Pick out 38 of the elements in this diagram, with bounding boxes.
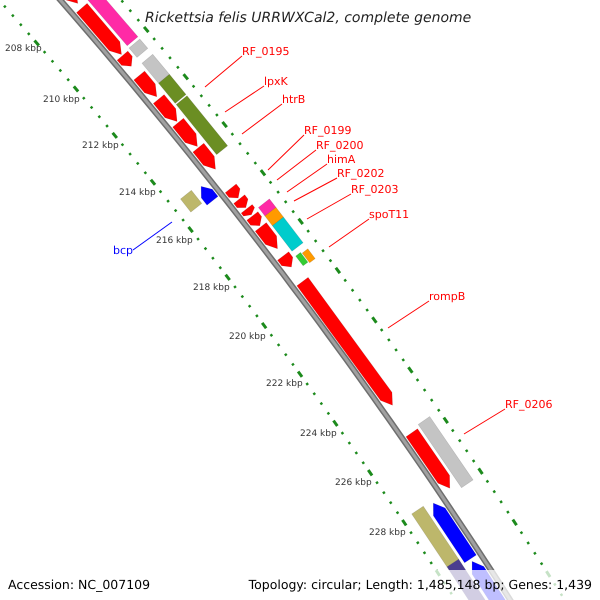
position-label: 214 kbp (119, 188, 156, 199)
position-label: 216 kbp (156, 236, 193, 247)
position-label: 210 kbp (43, 95, 80, 106)
position-label: 220 kbp (229, 332, 266, 343)
leader-line (132, 222, 172, 250)
gene-label: rompB (429, 290, 466, 304)
leader-line (204, 56, 242, 88)
gene-label: bcp (112, 244, 133, 258)
gene-label: RF_0195 (242, 45, 290, 59)
gene-label: htrB (282, 93, 306, 107)
gene-label: RF_0203 (351, 183, 398, 197)
leader-line (224, 86, 264, 112)
leader-line (268, 134, 304, 170)
leader-line (464, 408, 506, 434)
leader-line (242, 104, 282, 134)
gene-label: spoT11 (369, 208, 410, 222)
position-label: 212 kbp (82, 141, 119, 152)
gene-label: RF_0206 (505, 398, 552, 412)
position-label: 222 kbp (266, 379, 303, 390)
position-label: 224 kbp (300, 429, 337, 440)
leader-line (306, 194, 352, 220)
leader-line (328, 218, 370, 248)
leader-line (388, 300, 430, 328)
position-label: 208 kbp (5, 44, 42, 55)
position-label: 226 kbp (335, 478, 372, 489)
gene-label: himA (327, 153, 356, 167)
position-label: 218 kbp (193, 283, 230, 294)
gene-label: lpxK (264, 75, 288, 89)
gene-label: RF_0200 (316, 139, 364, 153)
footer-text: Topology: circular; Length: 1,485,148 bp; Genes: 1,439 (248, 576, 592, 594)
leader-line (286, 164, 328, 192)
map-title: Rickettsia felis URRWXCal2, complete genome (145, 9, 472, 28)
gene-label: RF_0199 (304, 124, 352, 138)
position-label: 228 kbp (369, 528, 406, 539)
leader-line (294, 178, 338, 202)
gene-label: RF_0202 (337, 167, 384, 181)
leader-line (276, 150, 316, 180)
footer-text: Accession: NC_007109 (8, 576, 150, 594)
